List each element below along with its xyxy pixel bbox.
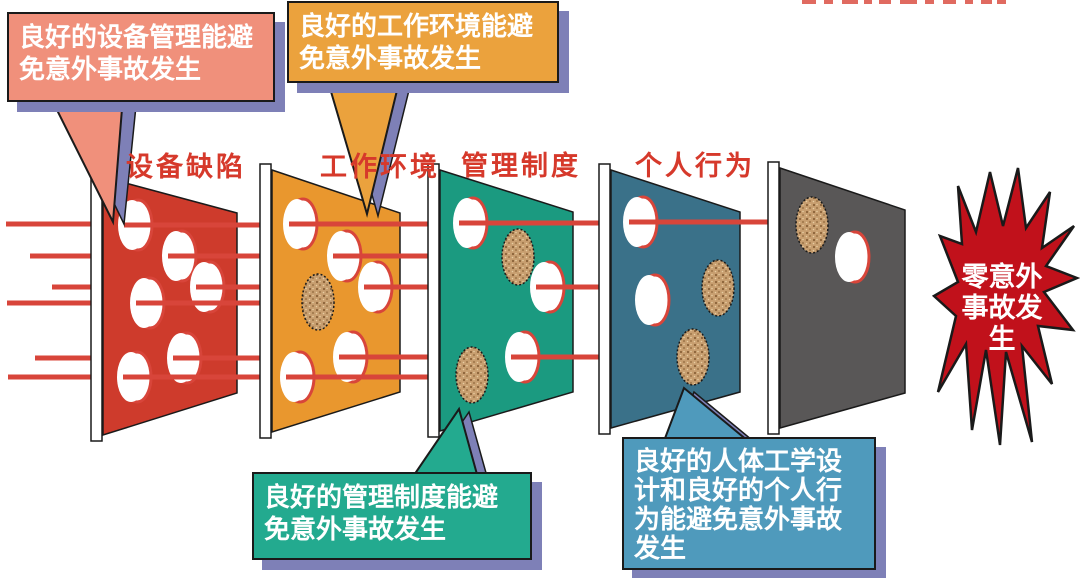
callout-work-environment: 良好的工作环境能避免意外事故发生 [287, 1, 559, 83]
callout-text: 良好的工作环境能避免意外事故发生 [299, 11, 534, 73]
panel-label-management-system: 管理制度 [461, 151, 581, 181]
panel-edge [259, 163, 272, 439]
result-burst-text: 零意外事故发生 [961, 262, 1043, 354]
callout-personal-behavior: 良好的人体工学设计和良好的个人行为能避免意外事故发生 [622, 437, 876, 570]
clipped-text-fragment [802, 0, 1006, 4]
panel-management-system [427, 163, 574, 438]
callout-management-system: 良好的管理制度能避免意外事故发生 [252, 472, 532, 560]
panel-label-equipment-defects: 设备缺陷 [126, 152, 246, 182]
panel-edge [90, 170, 103, 442]
callout-text: 良好的设备管理能避免意外事故发生 [19, 22, 254, 84]
panel-label-work-environment: 工作环境 [320, 152, 440, 182]
panel-label-personal-behavior: 个人行为 [635, 151, 755, 181]
hazard-lines-after-panel-3 [459, 220, 601, 360]
pointer [48, 95, 125, 226]
panel-personal-behavior [598, 163, 741, 435]
result-starburst [931, 167, 1080, 446]
panel-final-barrier [767, 161, 906, 435]
hazard-lines-after-panel-2 [286, 221, 430, 380]
plugged-hole [501, 228, 535, 286]
plugged-hole [676, 328, 710, 386]
callout-text: 良好的人体工学设计和良好的个人行为能避免意外事故发生 [634, 446, 843, 563]
callout-equipment-management: 良好的设备管理能避免意外事故发生 [7, 12, 275, 102]
hazard-lines-after-panel-1 [123, 222, 262, 380]
hazard-lines-incoming [6, 221, 95, 380]
panel-edge [427, 163, 440, 438]
plugged-hole [701, 259, 735, 317]
hole-highlight [635, 275, 663, 325]
panel-holes [795, 196, 871, 284]
plugged-hole [301, 273, 335, 331]
panel-face [779, 166, 906, 429]
panel-edge [598, 163, 611, 435]
plugged-hole [795, 196, 829, 254]
callout-text: 良好的管理制度能避免意外事故发生 [264, 482, 499, 544]
panel-holes [623, 195, 735, 386]
panel-edge [767, 161, 780, 435]
hole-highlight [835, 232, 863, 282]
callout-pointer-behavior [662, 386, 761, 446]
plugged-hole [455, 346, 489, 404]
